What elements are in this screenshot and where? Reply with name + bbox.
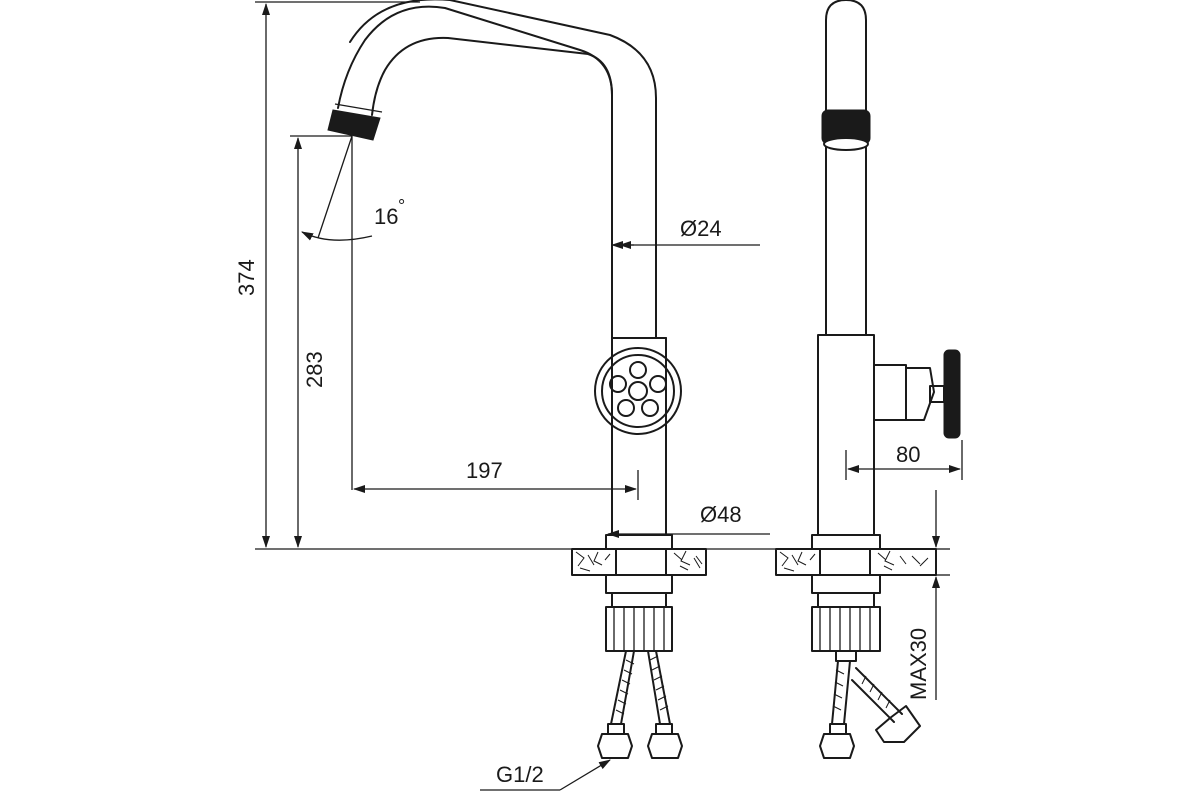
label-max30: MAX30 <box>906 628 931 700</box>
label-degree: ° <box>398 196 405 216</box>
front-view <box>327 0 707 759</box>
label-283: 283 <box>302 351 327 388</box>
dimension-lines <box>255 1 963 791</box>
label-16: 16 <box>374 204 398 229</box>
mount-nut-front <box>605 574 673 594</box>
threaded-shank-side <box>811 606 881 652</box>
base-flange-side <box>811 534 881 550</box>
supply-hoses-front <box>597 650 683 759</box>
spout-side <box>825 0 867 336</box>
handle-disc <box>594 347 682 435</box>
spout-inner <box>349 0 657 339</box>
handle-side <box>873 349 961 439</box>
body-side <box>817 334 875 536</box>
label-g12: G1/2 <box>496 762 544 787</box>
countertop-front <box>571 548 707 576</box>
countertop-side <box>775 548 937 576</box>
label-374: 374 <box>234 259 259 296</box>
label-80: 80 <box>896 442 920 467</box>
label-d48: Ø48 <box>700 502 742 527</box>
spout-outer <box>337 5 613 339</box>
leader-g12 <box>559 759 611 791</box>
supply-hoses-side <box>819 660 921 759</box>
base-flange <box>605 534 673 550</box>
threaded-shank-front <box>605 606 673 652</box>
dim-angle-arc <box>301 231 373 241</box>
body-column <box>611 337 667 536</box>
aerator-nut <box>327 103 383 141</box>
aerator-side <box>821 109 871 151</box>
label-d24: Ø24 <box>680 216 722 241</box>
label-197: 197 <box>466 458 503 483</box>
side-view <box>775 0 961 759</box>
dimension-labels: 374 283 16 ° Ø24 197 Ø48 80 MAX30 G1/2 <box>234 196 931 787</box>
